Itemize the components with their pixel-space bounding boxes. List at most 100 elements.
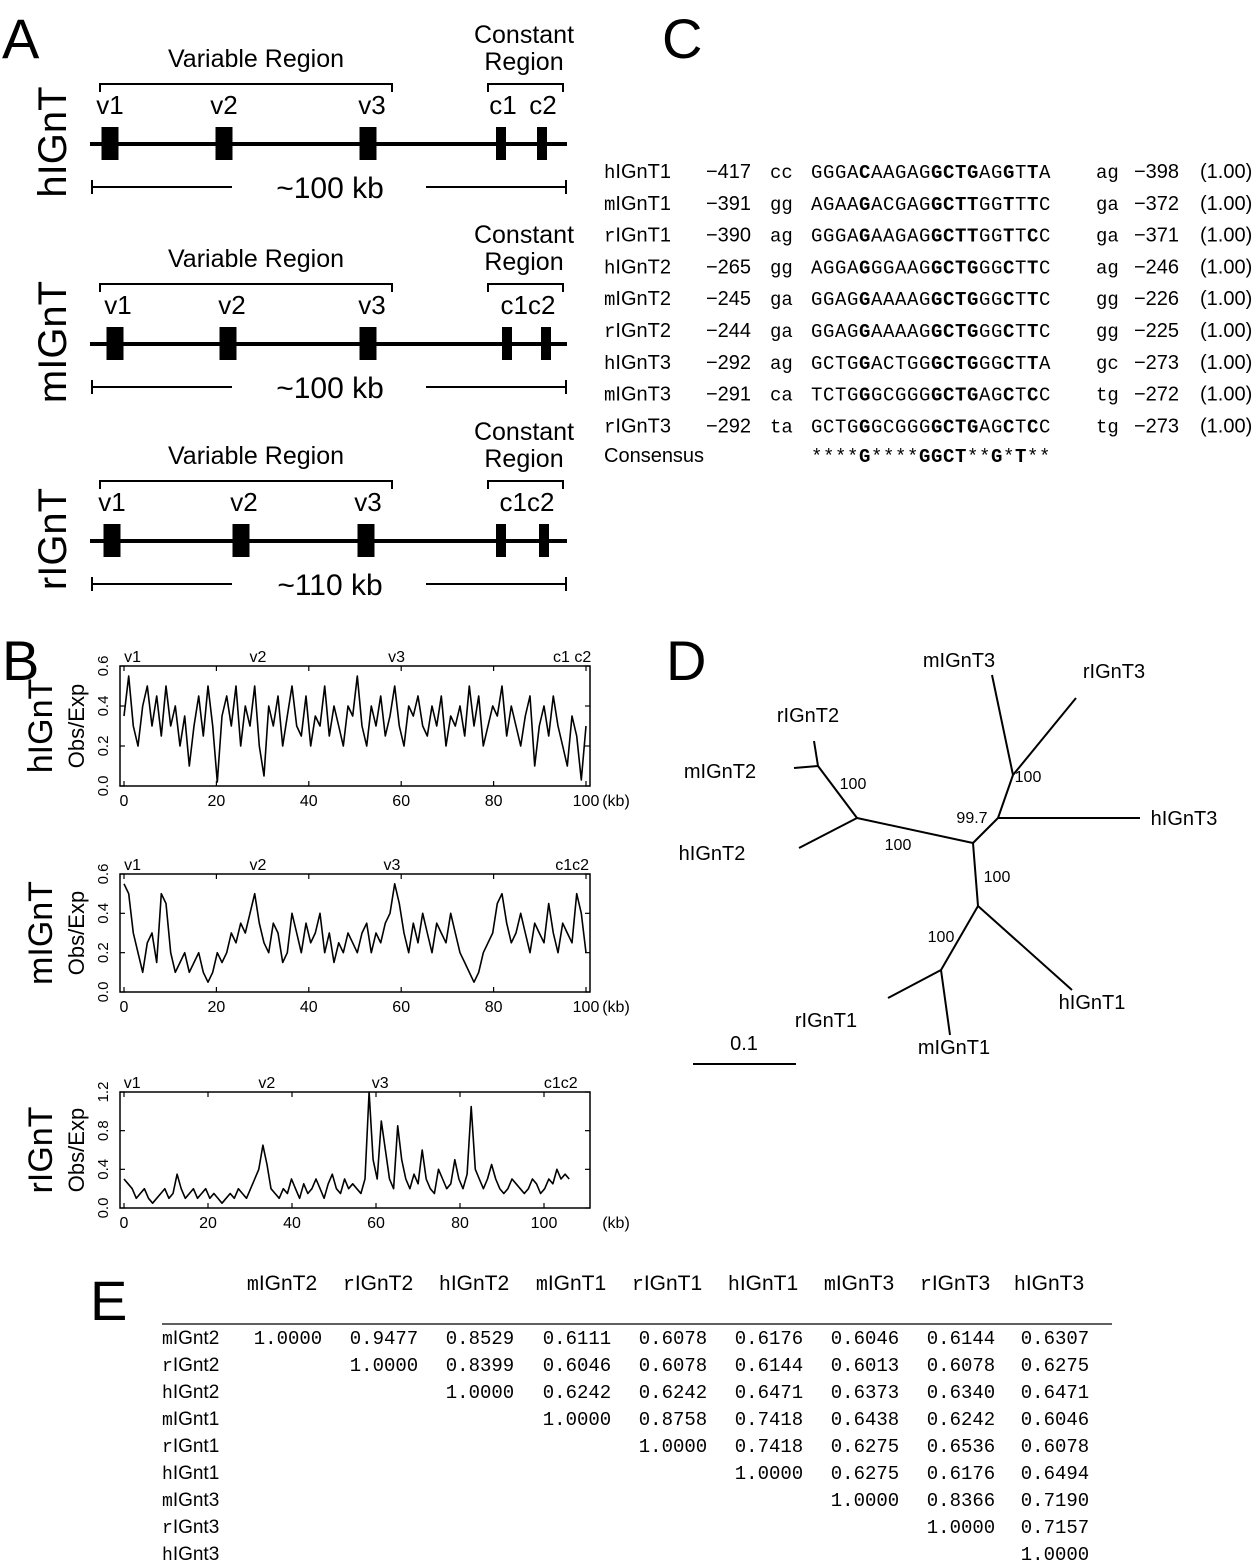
sequence-match-score: (1.00)	[1200, 225, 1252, 247]
matrix-identity-value: 0.6275	[1021, 1355, 1089, 1377]
matrix-column-header: hIGnT1	[728, 1272, 798, 1297]
tree-branch	[813, 740, 819, 767]
constant-region-bracket	[487, 283, 564, 292]
sequence-base: C	[1039, 385, 1050, 407]
sequence-base: T	[835, 385, 846, 407]
sequence-base: T	[1015, 194, 1026, 216]
matrix-row-label: hIGnt3	[162, 1544, 219, 1566]
matrix-identity-value: 0.6307	[1021, 1328, 1089, 1350]
consensus-base: *	[1039, 446, 1050, 468]
sequence-flank-3: gc	[1096, 353, 1119, 375]
sequence-base: G	[967, 385, 978, 407]
sequence-end-position: −226	[1134, 288, 1179, 310]
matrix-column-header: hIGnT2	[439, 1272, 509, 1297]
panel-letter-d: D	[666, 629, 706, 692]
matrix-identity-value: 0.6144	[735, 1355, 803, 1377]
sequence-flank-5: gg	[770, 194, 793, 216]
matrix-identity-value: 0.7418	[735, 1436, 803, 1458]
sequence-base: C	[1003, 257, 1014, 279]
matrix-identity-value: 0.6111	[543, 1328, 611, 1350]
row-gene-name: IGnt1	[173, 1436, 219, 1457]
row-species-prefix: m	[162, 1330, 173, 1350]
sequence-base: G	[871, 385, 882, 407]
sequence-base: G	[991, 257, 1002, 279]
matrix-identity-value: 0.6078	[639, 1328, 707, 1350]
x-unit-label: (kb)	[602, 999, 630, 1016]
sequence-base: A	[907, 194, 919, 216]
exon-marker-label: v1	[124, 649, 141, 666]
sequence-flank-5: ca	[770, 385, 793, 407]
sequence-base: G	[895, 385, 906, 407]
sequence-base: A	[907, 162, 919, 184]
sequence-base: T	[1027, 289, 1038, 311]
sequence-species-prefix: m	[604, 289, 615, 311]
exon-marker-label: v2	[250, 857, 267, 874]
sequence-core: GGGACAAGAGGCTGAGGTTA	[811, 162, 1051, 184]
sequence-base: G	[919, 194, 930, 216]
header-species-prefix: h	[1014, 1274, 1026, 1297]
sequence-base: G	[991, 226, 1002, 248]
matrix-column-header: mIGnT3	[824, 1272, 894, 1297]
x-tick-label: 0	[120, 793, 129, 810]
obs-exp-profile-line	[123, 675, 587, 783]
sequence-match-score: (1.00)	[1200, 415, 1252, 437]
sequence-species-prefix: m	[604, 194, 615, 216]
matrix-column-header: mIGnT2	[247, 1272, 317, 1297]
matrix-identity-value: 0.6013	[831, 1355, 899, 1377]
sequence-base: G	[823, 162, 834, 184]
sequence-base: A	[871, 353, 883, 375]
sequence-base: G	[847, 385, 858, 407]
sequence-base: G	[811, 226, 822, 248]
plot-ylabel: Obs/Exp	[64, 891, 89, 975]
tree-branch	[793, 765, 819, 769]
variable-region-label: Variable Region	[168, 245, 344, 273]
sequence-base: A	[907, 257, 919, 279]
matrix-identity-value: 0.6144	[927, 1328, 995, 1350]
header-species-prefix: m	[247, 1274, 259, 1297]
constant-region-label: Region	[484, 248, 563, 276]
sequence-base: G	[991, 194, 1002, 216]
bootstrap-value: 100	[984, 869, 1011, 886]
constant-region-bracket	[487, 83, 564, 92]
sequence-base: C	[883, 385, 894, 407]
sequence-base: A	[979, 385, 991, 407]
x-tick-label: 80	[485, 999, 503, 1016]
y-tick-label: 0.0	[95, 982, 112, 1003]
sequence-start-position: −291	[706, 384, 751, 406]
plot-frame	[119, 873, 591, 993]
matrix-column-header: mIGnT1	[536, 1272, 606, 1297]
exon-box	[502, 327, 512, 360]
exon-label: v2	[218, 290, 245, 320]
matrix-identity-value: 0.6242	[927, 1409, 995, 1431]
sequence-base: C	[943, 226, 954, 248]
sequence-base: C	[1039, 194, 1050, 216]
matrix-identity-value: 0.6494	[1021, 1463, 1089, 1485]
sequence-base: G	[967, 289, 978, 311]
sequence-match-score: (1.00)	[1200, 256, 1252, 278]
sequence-base: G	[991, 353, 1002, 375]
sequence-base: G	[931, 416, 942, 438]
tree-branch	[940, 969, 951, 1036]
sequence-end-position: −371	[1134, 225, 1179, 247]
matrix-identity-value: 0.8758	[639, 1409, 707, 1431]
sequence-match-score: (1.00)	[1200, 384, 1252, 406]
sequence-base: T	[1015, 226, 1026, 248]
sequence-base: T	[1015, 353, 1026, 375]
matrix-row-label: rIGnt3	[162, 1517, 219, 1539]
sequence-base: G	[859, 385, 870, 407]
sequence-flank-5: ga	[770, 321, 793, 343]
x-tick-label: 20	[199, 1215, 217, 1232]
y-tick-label: 1.2	[95, 1082, 112, 1103]
sequence-base: G	[811, 353, 822, 375]
gene-name-label: rIGnT	[31, 488, 75, 590]
sequence-base: C	[1003, 289, 1014, 311]
tree-leaf-label: mIGnT1	[918, 1037, 990, 1059]
sequence-species-prefix: m	[604, 385, 615, 407]
sequence-core: GCTGGACTGGGCTGGGCTTA	[811, 353, 1051, 375]
matrix-identity-value: 0.6046	[831, 1328, 899, 1350]
tree-branch	[977, 905, 1073, 991]
consensus-base: *	[1027, 446, 1038, 468]
